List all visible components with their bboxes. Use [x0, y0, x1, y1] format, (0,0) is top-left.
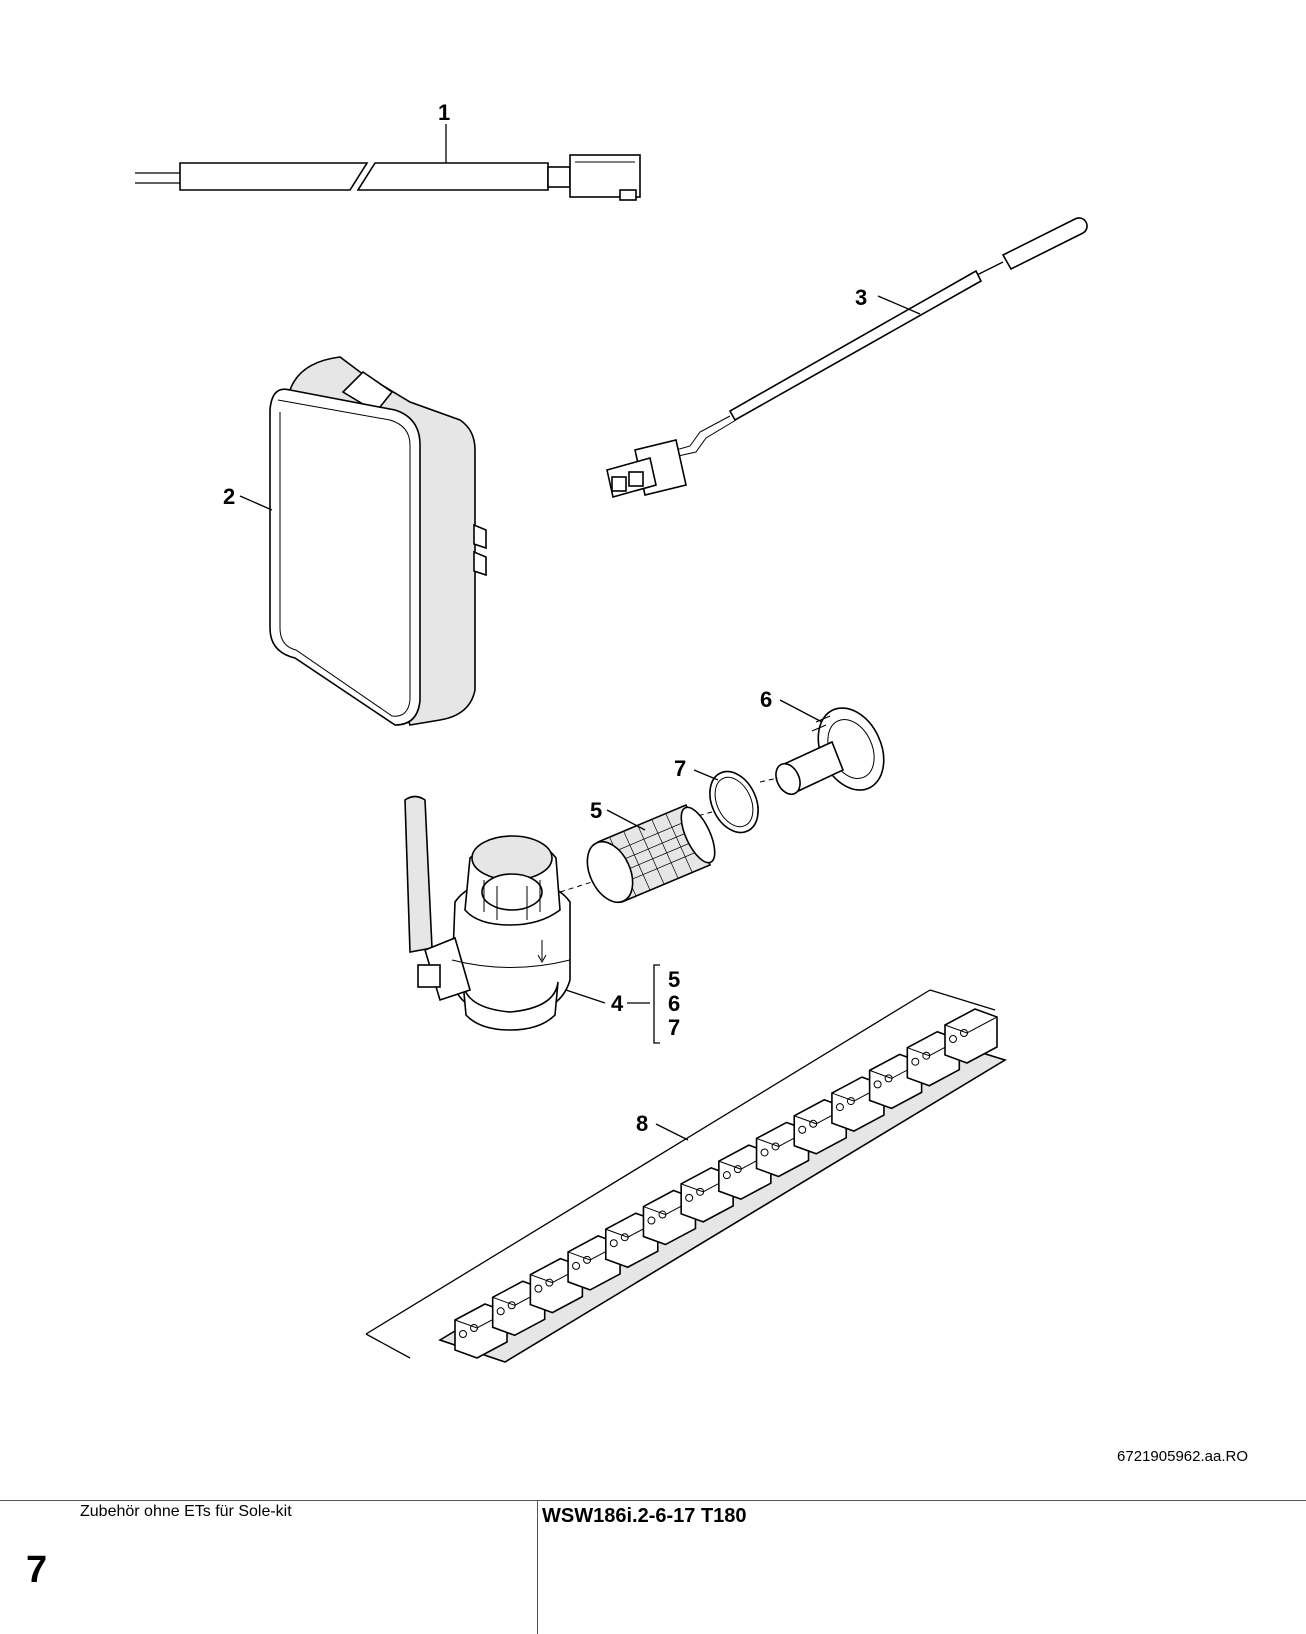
- terminal-screw: [507, 1301, 516, 1310]
- terminal-screw: [583, 1255, 592, 1264]
- callout-7: 7: [674, 756, 686, 781]
- leader-2: [239, 495, 273, 511]
- terminal-screw: [798, 1125, 807, 1134]
- part-4-ball-valve: [404, 795, 571, 1031]
- terminal-screw: [835, 1103, 844, 1112]
- callout-5: 5: [590, 798, 602, 823]
- callout-8: 8: [636, 1111, 648, 1136]
- terminal-screw: [949, 1035, 957, 1043]
- title-block-divider: [537, 1501, 538, 1634]
- callout-1: 1: [438, 100, 450, 125]
- model-title: WSW186i.2-6-17 T180: [542, 1505, 747, 1527]
- terminal-screw: [459, 1330, 467, 1338]
- terminal-screw: [545, 1278, 554, 1287]
- terminal-screw: [760, 1148, 769, 1157]
- callout-4: 4: [611, 991, 624, 1016]
- part-2-enclosure: [269, 356, 487, 726]
- terminal-block: [944, 1008, 998, 1064]
- callout-3: 3: [855, 285, 867, 310]
- leader-5: [606, 809, 646, 831]
- terminal-screw: [873, 1080, 882, 1089]
- drawing-number: 6721905962.aa.RO: [1117, 1448, 1248, 1465]
- part-1-cable: [135, 154, 641, 201]
- terminal-screw: [911, 1057, 920, 1066]
- terminal-screw: [884, 1074, 893, 1083]
- connector-blocks: [454, 1008, 998, 1359]
- bracket-item-2: 6: [668, 991, 680, 1016]
- bracket-item-1: 5: [668, 967, 680, 992]
- bracket: [653, 964, 660, 1044]
- part-3-sensor: [606, 217, 1088, 498]
- terminal-screw: [809, 1119, 818, 1128]
- terminal-screw: [658, 1210, 667, 1219]
- terminal-screw: [534, 1284, 543, 1293]
- terminal-screw: [960, 1029, 968, 1037]
- part-5-strainer: [586, 803, 716, 904]
- bracket-item-3: 7: [668, 1015, 680, 1040]
- terminal-screw: [620, 1233, 629, 1242]
- terminal-screw: [696, 1187, 705, 1196]
- terminal-screw: [846, 1097, 855, 1106]
- terminal-screw: [470, 1324, 478, 1332]
- leader-3: [877, 295, 921, 315]
- axis-5: [559, 881, 593, 893]
- part-8-terminal-strip: [365, 989, 1007, 1363]
- leader-4: [565, 989, 606, 1004]
- terminal-screw: [685, 1193, 694, 1202]
- exploded-parts-drawing: 1 3 2 6 7: [135, 100, 1088, 1363]
- title-block: Zubehör ohne ETs für Sole-kit 7 WSW186i.…: [0, 1500, 1306, 1634]
- terminal-screw: [733, 1165, 742, 1174]
- leader-7: [693, 769, 719, 781]
- page-number: 7: [26, 1549, 48, 1591]
- page-subtitle: Zubehör ohne ETs für Sole-kit: [80, 1503, 292, 1520]
- part-7-o-ring: [709, 770, 759, 834]
- terminal-screw: [647, 1216, 656, 1225]
- callout-6: 6: [760, 687, 772, 712]
- terminal-screw: [922, 1051, 931, 1060]
- terminal-screw: [572, 1261, 581, 1270]
- leader-6: [779, 699, 823, 723]
- terminal-screw: [496, 1307, 505, 1316]
- callout-2: 2: [223, 484, 235, 509]
- terminal-screw: [771, 1142, 780, 1151]
- part-6-cap-nut: [775, 707, 885, 796]
- axis-6: [759, 777, 779, 783]
- terminal-screw: [722, 1171, 731, 1180]
- leader-8: [655, 1123, 689, 1141]
- terminal-screw: [609, 1239, 618, 1248]
